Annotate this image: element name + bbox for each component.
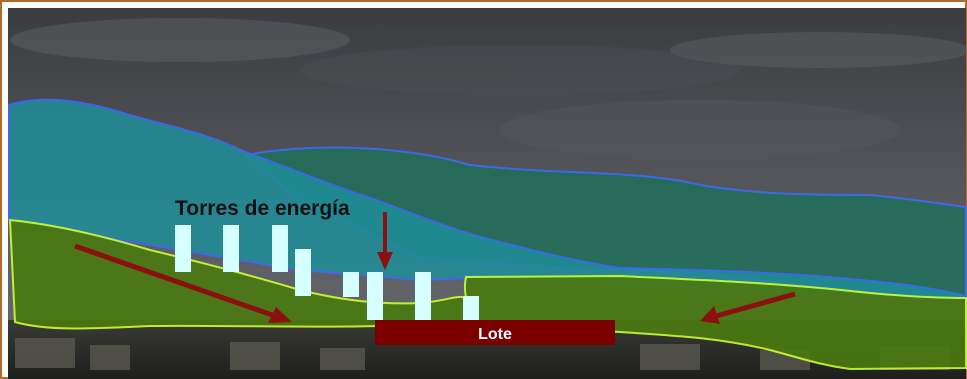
tower-marker [175, 225, 191, 272]
tower-marker [415, 272, 431, 320]
slope-area-left [8, 218, 468, 330]
tower-marker [367, 272, 383, 320]
tower-marker [343, 272, 359, 297]
arrow-head-icon [377, 252, 393, 270]
arrow-head-icon [700, 306, 720, 324]
tower-marker [463, 296, 479, 320]
arrow-right-slope [715, 291, 796, 319]
lot-marker [375, 320, 615, 345]
flow-arrows [74, 212, 796, 324]
tower-marker [295, 249, 311, 296]
energy-towers [175, 225, 479, 320]
arrow-left-slope [74, 243, 276, 319]
tower-marker [223, 225, 239, 272]
arrow-head-icon [268, 307, 292, 323]
towers-label: Torres de energía [175, 197, 350, 220]
lot-label: Lote [478, 326, 512, 343]
cloud-texture [10, 18, 967, 160]
tower-marker [272, 225, 288, 272]
